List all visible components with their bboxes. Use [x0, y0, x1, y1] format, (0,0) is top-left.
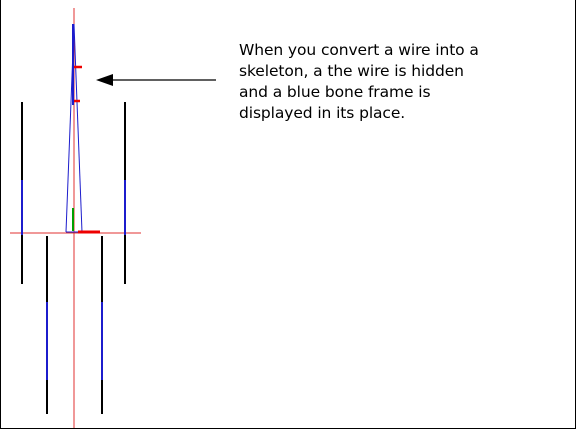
spine-bone: [65, 23, 83, 233]
annotation-text: When you convert a wire into a skeleton,…: [239, 41, 479, 122]
spine-joint-markers: [74, 65, 100, 234]
left-arrow-icon: [96, 74, 216, 86]
